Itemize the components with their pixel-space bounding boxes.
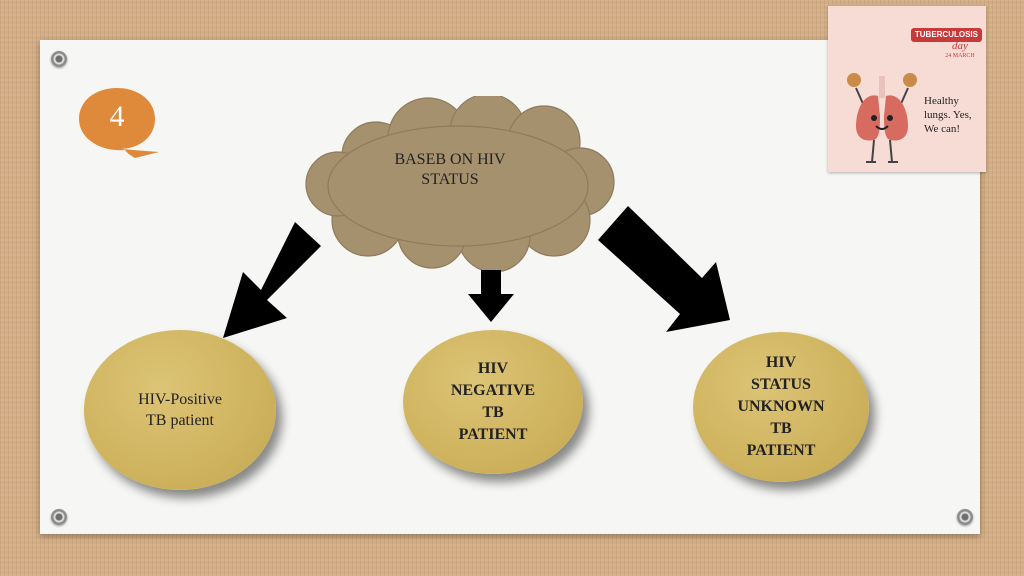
node-label: HIV NEGATIVE TB PATIENT	[450, 360, 536, 443]
lungs-mascot-icon	[847, 73, 917, 163]
speech-bubble-icon	[79, 88, 159, 158]
node-hiv-positive: HIV-Positive TB patient	[84, 330, 276, 490]
root-label-text: BASEB ON HIV STATUS	[394, 151, 506, 188]
node-hiv-unknown: HIV STATUS UNKNOWN TB PATIENT	[693, 332, 869, 482]
node-label: HIV-Positive TB patient	[138, 391, 222, 429]
logo-date: 24 MARCH	[945, 53, 975, 59]
logo-badge-wrap: TUBERCULOSIS	[828, 24, 986, 42]
root-label: BASEB ON HIV STATUS	[360, 150, 540, 190]
tb-day-logo: TUBERCULOSIS day 24 MARCH Healthy lungs.…	[828, 6, 986, 172]
slide-number-callout: 4	[75, 86, 159, 158]
root-cloud-shape	[305, 96, 615, 272]
node-label: HIV STATUS UNKNOWN TB PATIENT	[737, 354, 825, 459]
arrow-to-left-node	[223, 222, 321, 338]
pin-icon	[51, 509, 67, 525]
pin-icon	[957, 509, 973, 525]
node-hiv-negative: HIV NEGATIVE TB PATIENT	[403, 330, 583, 474]
pin-icon	[51, 51, 67, 67]
slide-number: 4	[109, 100, 125, 133]
logo-tagline: Healthy lungs. Yes, We can!	[924, 95, 972, 135]
logo-day: day	[952, 40, 968, 52]
logo-badge: TUBERCULOSIS	[910, 28, 982, 42]
arrow-to-right-node	[598, 206, 730, 332]
arrow-to-center-node	[468, 270, 514, 322]
